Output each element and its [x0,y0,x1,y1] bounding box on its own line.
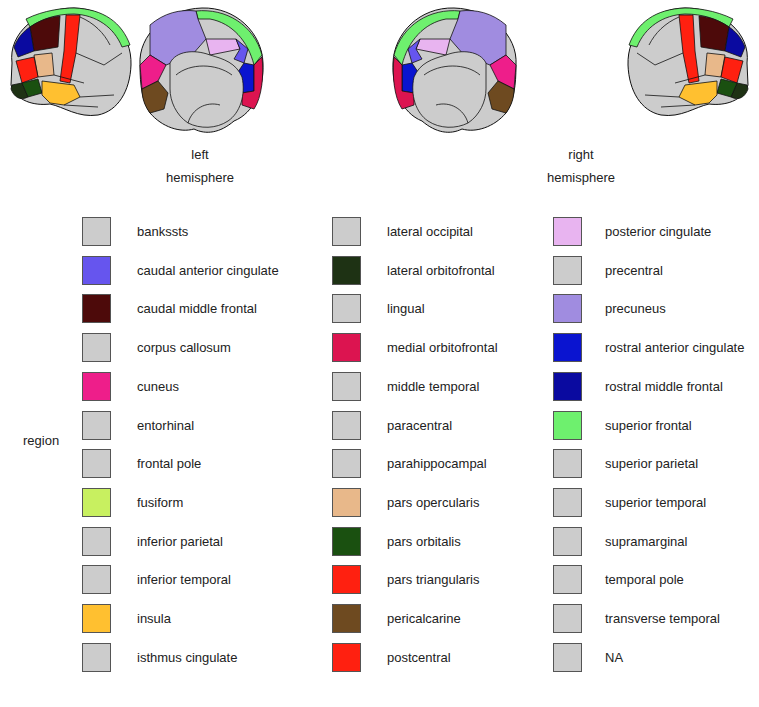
legend-swatch [82,527,111,556]
legend-label: inferior temporal [137,572,231,587]
legend-swatch [332,256,361,285]
legend-swatch [332,294,361,323]
legend-label: entorhinal [137,418,194,433]
legend-label: insula [137,611,171,626]
legend-swatch [82,411,111,440]
legend-label: pars triangularis [387,572,480,587]
legend-swatch [332,604,361,633]
legend-swatch [553,488,582,517]
legend-swatch [82,256,111,285]
legend-swatch [553,217,582,246]
legend-label: temporal pole [605,572,684,587]
legend-swatch [332,372,361,401]
legend-label: posterior cingulate [605,224,711,239]
legend-swatch [332,217,361,246]
legend-swatch [553,449,582,478]
legend-swatch [82,372,111,401]
legend-swatch [82,488,111,517]
legend-label: inferior parietal [137,534,223,549]
legend-label: postcentral [387,650,451,665]
legend-swatch [332,333,361,362]
legend-label: lateral orbitofrontal [387,263,495,278]
legend-swatch [82,604,111,633]
legend-swatch [553,565,582,594]
legend-swatch [553,643,582,672]
legend-swatch [82,217,111,246]
legend-label: cuneus [137,379,179,394]
legend-swatch [82,643,111,672]
legend-label: fusiform [137,495,183,510]
legend-label: pericalcarine [387,611,461,626]
legend-label: bankssts [137,224,188,239]
legend-swatch [553,527,582,556]
legend-label: NA [605,650,623,665]
legend-label: transverse temporal [605,611,720,626]
legend-label: superior temporal [605,495,706,510]
legend-label: caudal middle frontal [137,301,257,316]
legend-swatch [553,256,582,285]
legend-label: corpus callosum [137,340,231,355]
legend-swatch [82,294,111,323]
legend-label: superior parietal [605,456,698,471]
legend-label: precentral [605,263,663,278]
legend-swatch [553,372,582,401]
legend-label: rostral anterior cingulate [605,340,744,355]
legend-label: frontal pole [137,456,201,471]
legend-swatch [553,294,582,323]
legend-swatch [332,411,361,440]
legend-label: parahippocampal [387,456,487,471]
legend-swatch [553,411,582,440]
legend-label: supramarginal [605,534,687,549]
legend-swatch [82,565,111,594]
legend-label: rostral middle frontal [605,379,723,394]
legend-title: region [23,433,59,448]
hemisphere-label: right hemisphere [539,143,623,189]
legend-label: pars opercularis [387,495,480,510]
legend-swatch [332,643,361,672]
hemisphere-label: left hemisphere [158,143,242,189]
legend-label: middle temporal [387,379,480,394]
legend-label: pars orbitalis [387,534,461,549]
legend-label: medial orbitofrontal [387,340,498,355]
legend-label: precuneus [605,301,666,316]
legend-label: isthmus cingulate [137,650,237,665]
legend-swatch [82,333,111,362]
legend-label: lingual [387,301,425,316]
legend-label: lateral occipital [387,224,473,239]
legend-label: caudal anterior cingulate [137,263,279,278]
legend-label: superior frontal [605,418,692,433]
legend-swatch [553,604,582,633]
legend-swatch [332,527,361,556]
legend-swatch [332,565,361,594]
legend-swatch [332,449,361,478]
legend-swatch [82,449,111,478]
legend-swatch [332,488,361,517]
legend-label: paracentral [387,418,452,433]
legend-swatch [553,333,582,362]
